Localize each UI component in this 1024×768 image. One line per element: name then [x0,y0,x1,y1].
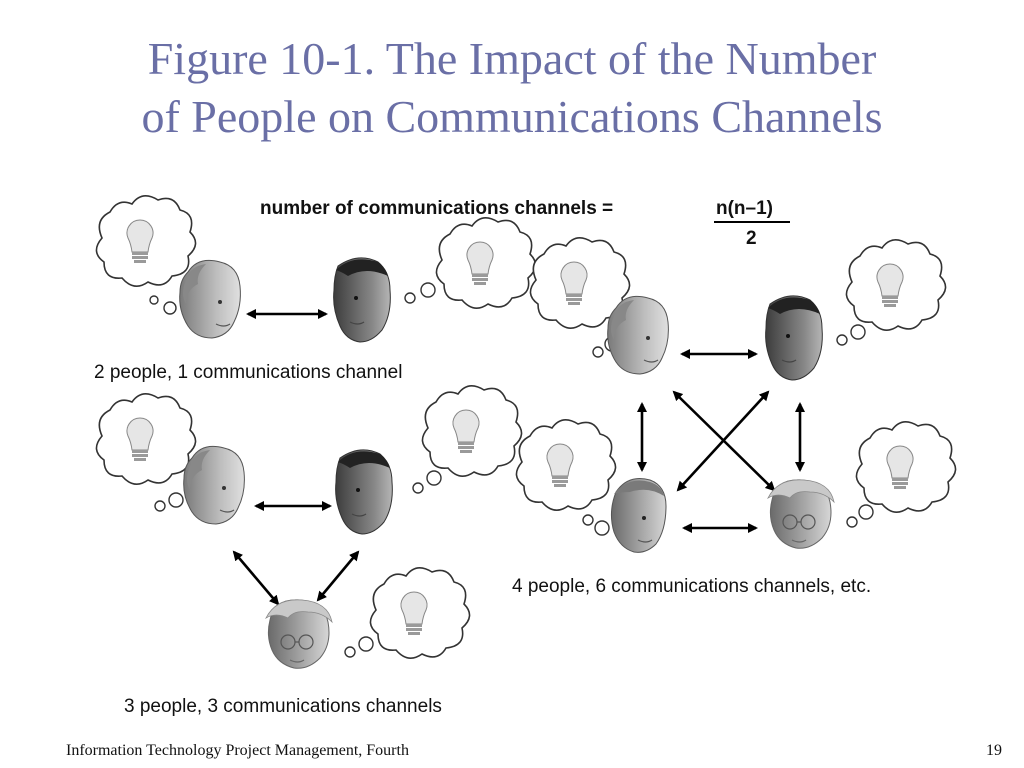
lightbulb-icon [435,217,537,309]
formula-label: number of communications channels = [260,198,613,219]
person-woman-icon [183,445,245,525]
lightbulb-icon [515,419,617,511]
group-four-people: 4 people, 6 communications channels, etc… [512,237,957,597]
caption-three-people: 3 people, 3 communications channels [124,696,442,717]
person-man-icon [333,257,391,343]
lightbulb-icon [845,239,947,331]
group-three-people: 3 people, 3 communications channels [95,385,523,717]
caption-two-people: 2 people, 1 communications channel [94,362,402,383]
page-number: 19 [986,742,1002,759]
footer-source: Information Technology Project Managemen… [66,742,409,759]
double-arrow-icon [676,390,770,492]
lightbulb-icon [855,421,957,513]
person-woman-icon [179,259,241,339]
formula-numerator: n(n–1) [716,198,773,219]
title-line-1: Figure 10-1. The Impact of the Number [147,33,877,84]
double-arrow-icon [232,550,280,606]
caption-four-people: 4 people, 6 communications channels, etc… [512,576,871,597]
person-man-icon [764,295,823,381]
lightbulb-icon [95,195,197,287]
page-title: Figure 10-1. The Impact of the Number of… [40,30,984,146]
group-two-people: 2 people, 1 communications channel [94,195,537,383]
lightbulb-icon [369,567,471,659]
person-man-icon [335,449,393,535]
lightbulb-icon [421,385,523,477]
formula-denominator: 2 [746,228,757,249]
person-older-woman-icon [265,599,333,669]
person-older-woman-icon [767,479,835,549]
person-woman-icon [607,295,670,375]
lightbulb-icon [95,393,197,485]
person-young-man-icon [610,477,667,553]
title-line-2: of People on Communications Channels [141,91,883,142]
double-arrow-icon [316,550,360,602]
